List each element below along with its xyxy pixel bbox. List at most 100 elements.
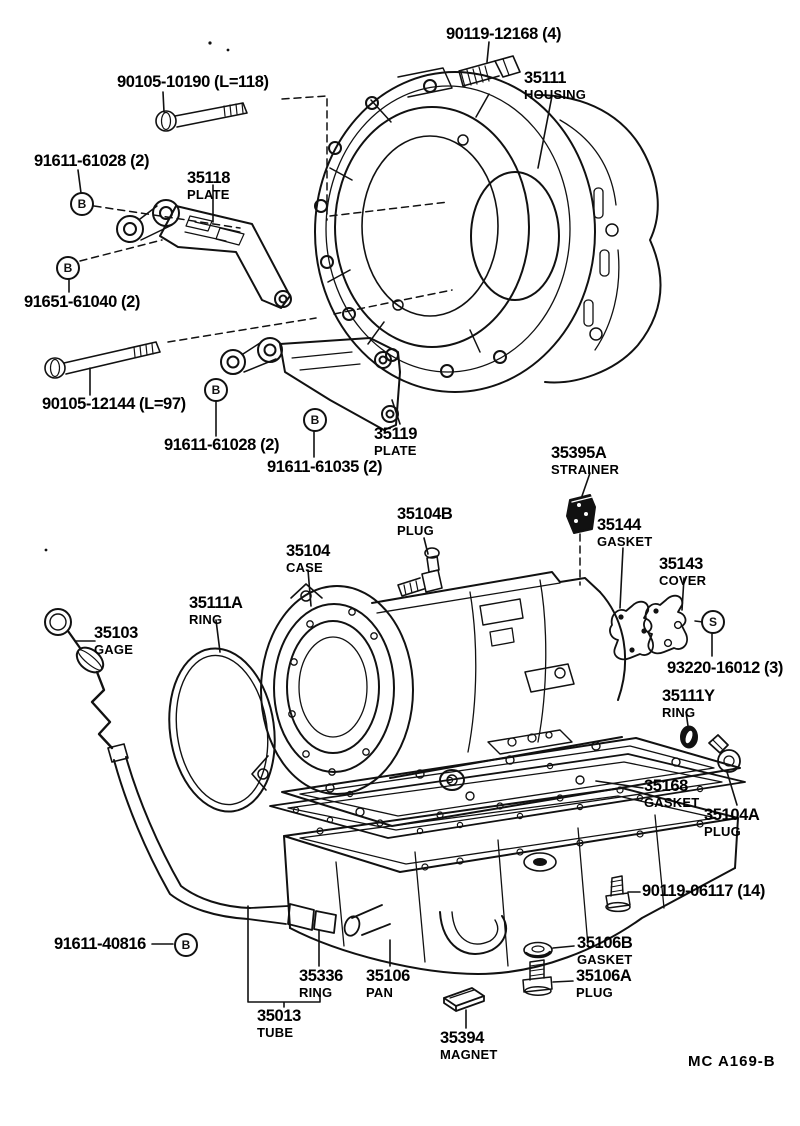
- diagram-code: MC A169-B: [688, 1053, 776, 1070]
- part-label-91611-61028-2-: 91611-61028 (2): [164, 436, 280, 454]
- part-number: 91611-61028 (2): [34, 152, 150, 170]
- part-number: 91611-61028 (2): [164, 436, 280, 454]
- part-number: 93220-16012 (3): [667, 659, 784, 677]
- part-name: PLUG: [704, 823, 741, 839]
- part-number: 91611-40816: [54, 935, 146, 953]
- part-number: 35106: [366, 967, 410, 985]
- part-name: GASKET: [597, 533, 653, 549]
- stray-dot: [226, 48, 230, 52]
- part-name: HOUSING: [524, 86, 587, 102]
- pan-drawing: [283, 786, 739, 975]
- part-number: 35118: [187, 169, 230, 187]
- stray-dot: [208, 41, 212, 45]
- circled-letter-marker-b: B: [56, 256, 80, 280]
- ring-35111y-drawing: [680, 725, 698, 749]
- part-number: 35106A: [576, 967, 632, 985]
- housing-drawing: [314, 67, 662, 393]
- circled-letter-marker-s: S: [701, 610, 725, 634]
- part-number: 35111: [524, 69, 567, 87]
- plate-35119-drawing: [220, 337, 401, 431]
- bolt-90105-10190-drawing: [155, 102, 248, 132]
- part-number: 35104: [286, 542, 330, 560]
- bolt-90119-12168-drawing: [458, 55, 521, 88]
- part-name: PLUG: [397, 522, 434, 538]
- plate-35118-drawing: [116, 199, 292, 309]
- bolt-90105-12144-drawing: [44, 341, 161, 379]
- part-name: PLATE: [187, 186, 230, 202]
- part-number: 90105-12144 (L=97): [42, 395, 186, 413]
- circled-letter-marker-b: B: [174, 933, 198, 957]
- part-number: 35394: [440, 1029, 484, 1047]
- circled-letter-marker-b: B: [204, 378, 228, 402]
- plug-35104b-drawing: [397, 547, 443, 597]
- part-name: GAGE: [94, 641, 134, 657]
- case-drawing: [251, 571, 741, 827]
- plug-35106a-drawing: [522, 959, 553, 996]
- gage-and-tube-drawing: [44, 608, 391, 937]
- bolt-90119-06117-drawing: [605, 875, 631, 913]
- part-number: 90105-10190 (L=118): [117, 73, 269, 91]
- part-number: 35104A: [704, 806, 760, 824]
- part-name: GASKET: [577, 951, 633, 967]
- part-name: PAN: [366, 984, 394, 1000]
- cover-35143-drawing: [643, 594, 688, 655]
- part-number: 35111A: [189, 594, 243, 612]
- part-number: 35103: [94, 624, 138, 642]
- part-name: TUBE: [257, 1024, 294, 1040]
- part-name: COVER: [659, 572, 707, 588]
- gasket-35144-drawing: [609, 600, 654, 661]
- part-name: CASE: [286, 559, 323, 575]
- part-number: 35111Y: [662, 687, 715, 705]
- part-number: 91611-61035 (2): [267, 458, 383, 476]
- part-number: 35336: [299, 967, 343, 985]
- stray-dot: [44, 548, 48, 552]
- part-number: 35144: [597, 516, 641, 534]
- part-number: 91651-61040 (2): [24, 293, 141, 311]
- part-label-90119-06117-14-: 90119-06117 (14): [642, 883, 765, 900]
- part-name: RING: [662, 704, 696, 720]
- part-number: 35013: [257, 1007, 301, 1025]
- part-label-90105-10190-l-118-: 90105-10190 (L=118): [117, 74, 269, 91]
- part-label-91651-61040-2-: 91651-61040 (2): [24, 294, 140, 311]
- part-number: 35106B: [577, 934, 633, 952]
- part-number: 35395A: [551, 444, 607, 462]
- leader-lines: [68, 41, 738, 1029]
- dashed-lines: [79, 95, 704, 623]
- part-name: RING: [299, 984, 333, 1000]
- part-label-91611-61035-2-: 91611-61035 (2): [267, 458, 383, 476]
- part-name: GASKET: [644, 794, 700, 810]
- part-number: 35104B: [397, 505, 453, 523]
- circled-letter-marker-b: B: [70, 192, 94, 216]
- plug-35104a-drawing: [708, 734, 741, 773]
- part-label-91611-61028-2-: 91611-61028 (2): [34, 152, 150, 170]
- part-number: 35143: [659, 555, 703, 573]
- part-name: PLUG: [576, 984, 613, 1000]
- magnet-drawing: [443, 987, 485, 1012]
- circled-letter-marker-b: B: [303, 408, 327, 432]
- oring-35111a-drawing: [168, 647, 276, 813]
- part-label-91611-40816: 91611-40816: [54, 936, 146, 953]
- part-label-90105-12144-l-97-: 90105-12144 (L=97): [42, 396, 186, 413]
- part-label-90119-12168-4-: 90119-12168 (4): [446, 25, 562, 43]
- part-name: STRAINER: [551, 461, 620, 477]
- part-number: 90119-12168 (4): [446, 25, 562, 43]
- part-number: 35168: [644, 777, 688, 795]
- part-name: MAGNET: [440, 1046, 498, 1062]
